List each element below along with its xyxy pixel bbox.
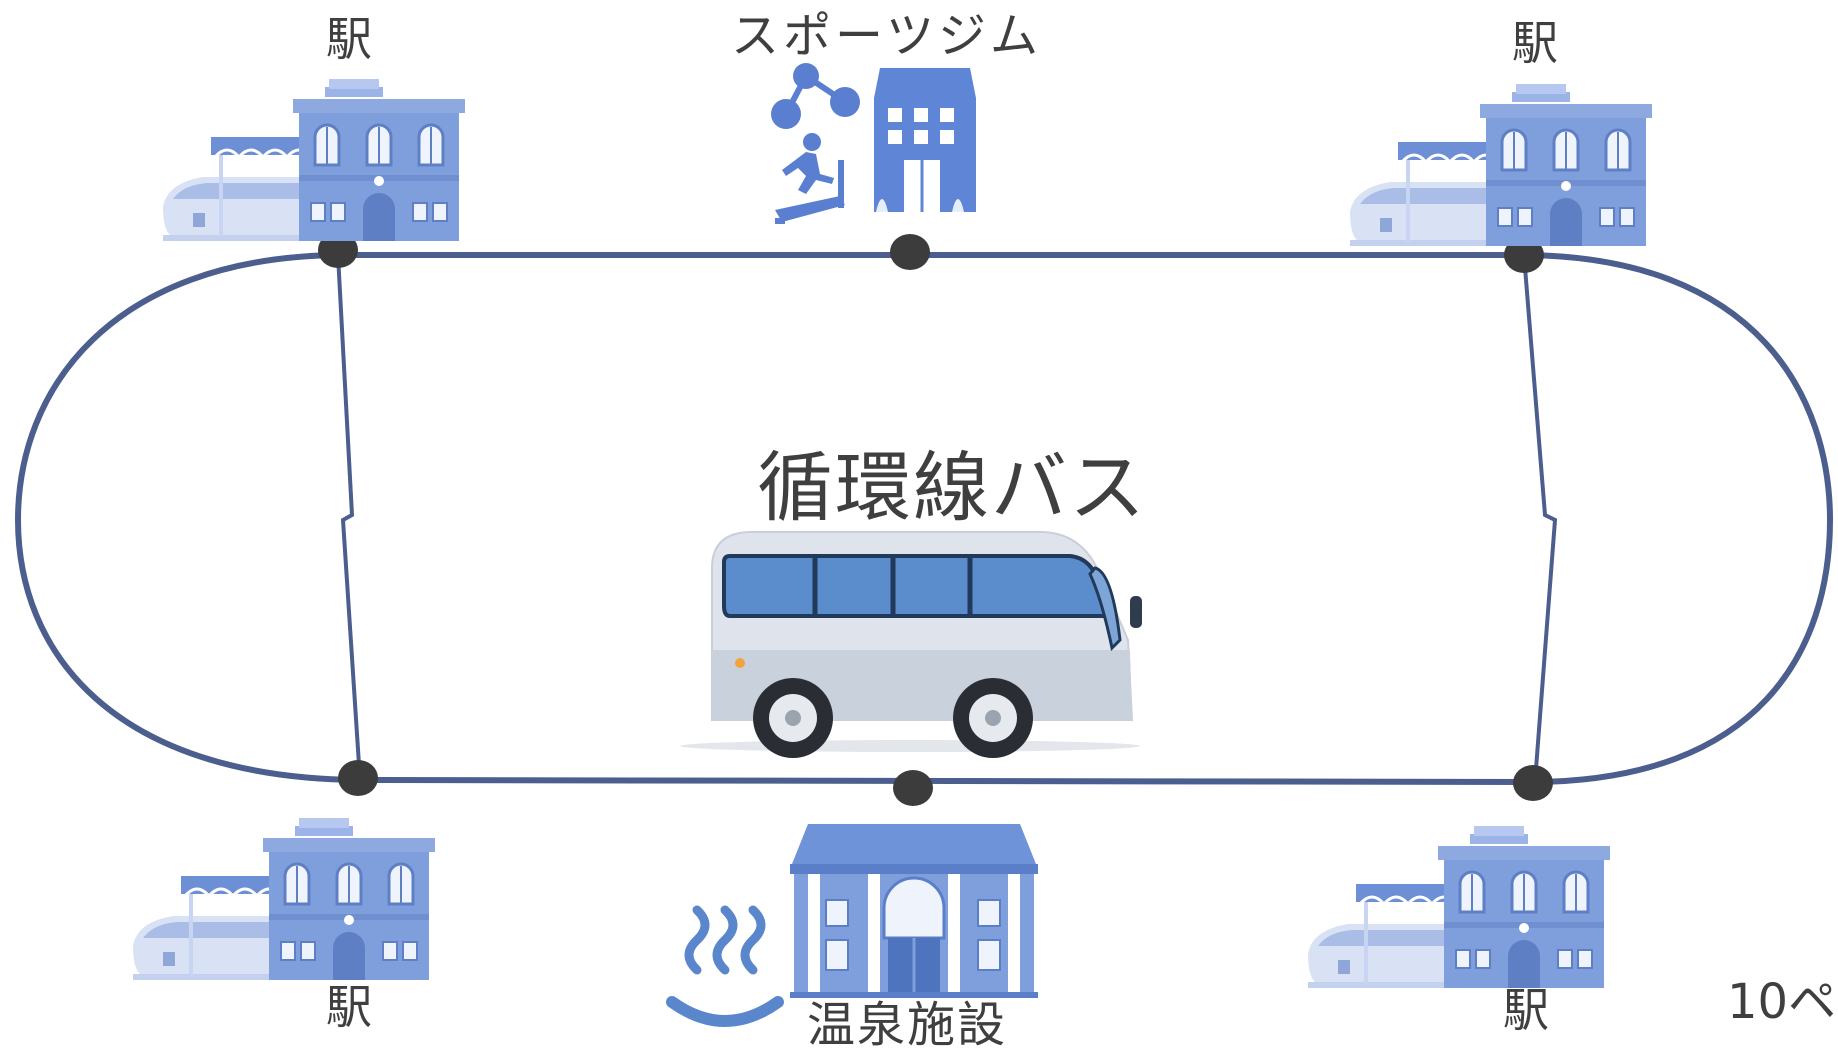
stop-dot-bottom-right bbox=[1513, 765, 1553, 801]
page-number-label: 10ペ bbox=[1727, 974, 1837, 1030]
right-connector bbox=[1522, 254, 1558, 783]
route-loop bbox=[14, 252, 1834, 786]
left-connector bbox=[336, 254, 362, 781]
treadmill-runner-icon bbox=[775, 133, 845, 224]
station-building-icon bbox=[1348, 82, 1654, 248]
stop-dot-bottom-middle bbox=[893, 770, 933, 806]
stop-dot-top-middle bbox=[890, 234, 930, 270]
gym-building-icon bbox=[874, 68, 976, 212]
stop-dot-bottom-left bbox=[338, 760, 378, 796]
station-building-icon bbox=[1306, 824, 1612, 990]
diagram-title: 循環線バス bbox=[757, 443, 1147, 532]
station-label-top-left: 駅 bbox=[326, 12, 372, 66]
station-label-bottom-left: 駅 bbox=[326, 980, 372, 1034]
hot-spring-icon bbox=[666, 905, 784, 1027]
onsen-label: 温泉施設 bbox=[807, 997, 1008, 1053]
station-label-bottom-right: 駅 bbox=[1503, 983, 1549, 1037]
dumbbell-icon bbox=[771, 63, 860, 129]
onsen-building-icon bbox=[790, 824, 1038, 998]
gym-label: スポーツジム bbox=[731, 8, 1043, 64]
station-building-icon bbox=[131, 816, 437, 982]
station-label-top-right: 駅 bbox=[1512, 16, 1558, 70]
station-building-icon bbox=[161, 77, 467, 243]
bus-icon bbox=[680, 531, 1142, 758]
